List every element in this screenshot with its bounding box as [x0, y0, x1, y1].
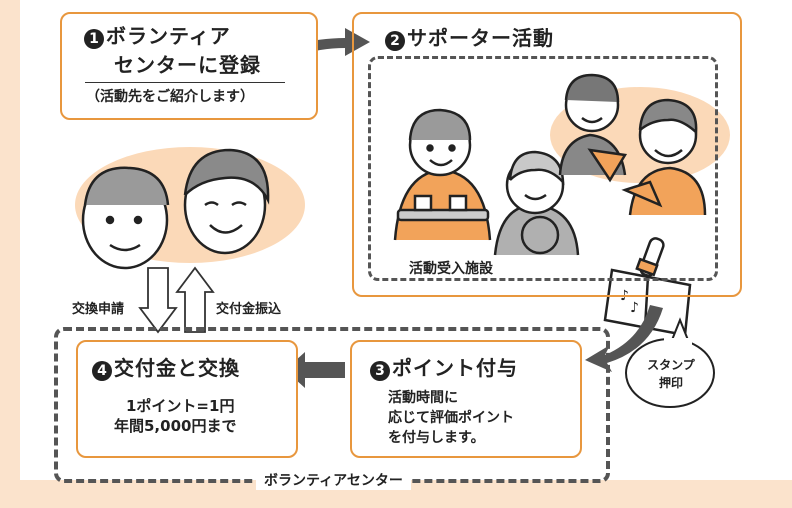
side-background — [0, 0, 20, 508]
stamp-label: スタンプ 押印 — [636, 356, 706, 392]
svg-text:♪: ♪ — [630, 300, 639, 316]
step1-underline — [85, 82, 285, 83]
supporter-origami-woman-icon — [621, 98, 707, 216]
step4-rate: 1ポイント=1円 — [126, 397, 235, 415]
stamp-label-line1: スタンプ — [647, 358, 695, 372]
transfer-label: 交付金振込 — [216, 302, 282, 317]
step1-title-line2: センターに登録 — [114, 53, 261, 77]
step4-box — [76, 340, 298, 458]
step3-desc-line2: 応じて評価ポイント — [388, 410, 514, 426]
step3-number: 3 — [370, 360, 390, 381]
step1-box — [60, 12, 318, 120]
facility-dashed-frame — [368, 56, 718, 281]
step3-desc-line1: 活動時間に — [388, 390, 458, 406]
stamp-icon — [635, 237, 665, 277]
step1-number: 1 — [84, 28, 104, 49]
center-label: ボランティアセンター — [256, 470, 411, 490]
step1-note: （活動先をご紹介します） — [86, 89, 254, 105]
step4-number: 4 — [92, 360, 112, 381]
step3-desc: 活動時間に 応じて評価ポイント を付与します。 — [388, 388, 514, 448]
step2-number: 2 — [385, 30, 405, 51]
stamp-label-line2: 押印 — [658, 376, 683, 390]
wheelchair-elder-icon — [493, 150, 580, 256]
arrow-apply-down — [138, 267, 178, 334]
step3-box — [350, 340, 582, 458]
arrow-transfer-up — [175, 266, 215, 333]
elderly-woman-face-icon — [183, 148, 270, 255]
step2-title-text: サポーター活動 — [407, 26, 554, 50]
arrow-step3-to-step4 — [285, 352, 345, 388]
supporter-origami-man-icon — [558, 73, 628, 183]
step1-title-line1: ボランティア — [106, 24, 231, 48]
supporter-with-tray-icon — [393, 108, 492, 241]
step2-box — [352, 12, 742, 297]
step3-desc-line3: を付与します。 — [388, 430, 485, 446]
step4-limit: 年間5,000円まで — [114, 417, 237, 435]
step4-title-text: 交付金と交換 — [114, 356, 240, 380]
apply-label: 交換申請 — [72, 302, 125, 317]
arrow-stamp-to-step3 — [585, 305, 663, 372]
step3-title-text: ポイント付与 — [392, 356, 518, 380]
facility-label: 活動受入施設 — [405, 258, 497, 278]
elderly-man-face-icon — [81, 166, 170, 270]
